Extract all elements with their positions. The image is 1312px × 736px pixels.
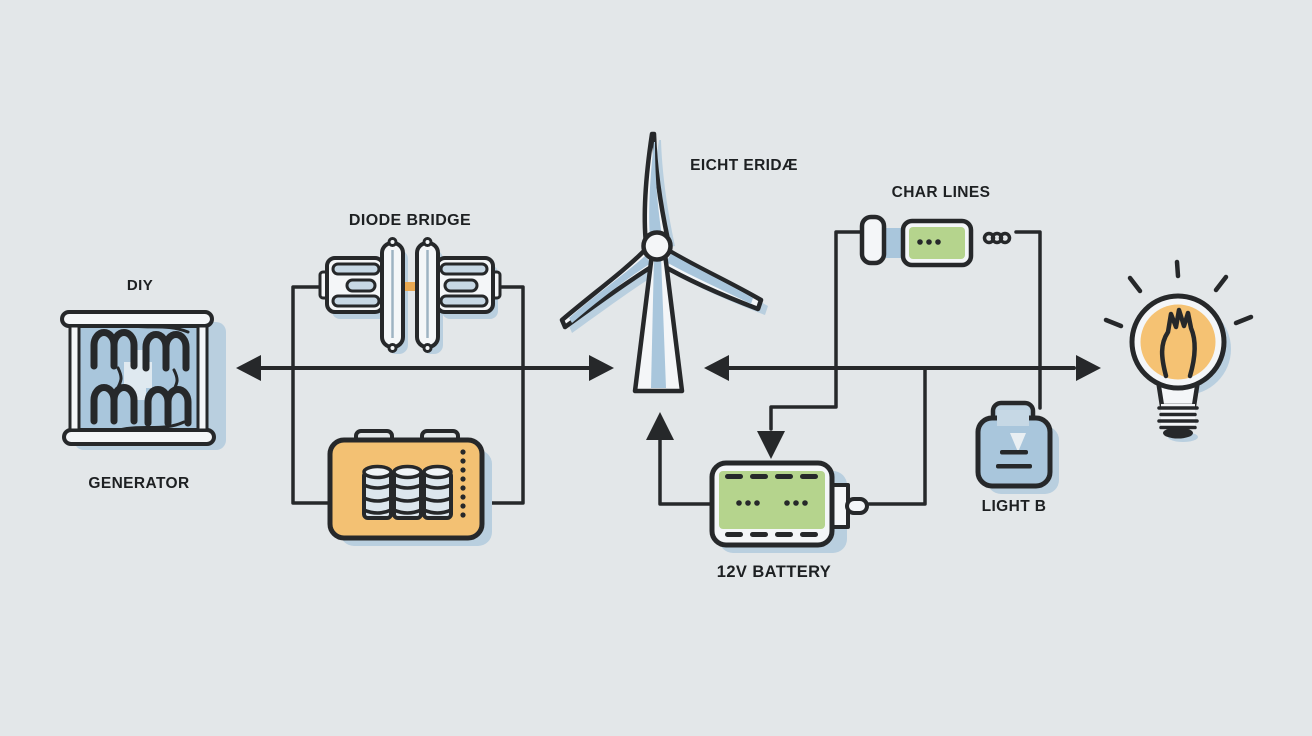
controller-chain-link — [982, 231, 1012, 245]
battery-to-busline — [867, 368, 927, 506]
charge-controller-icon — [859, 214, 1012, 268]
battery-icon — [709, 460, 869, 553]
battery-top-dashes — [725, 474, 818, 479]
battery-terminal-nub — [845, 497, 869, 515]
battery-label: 12V BATTERY — [716, 563, 832, 581]
arrow-down-to-battery-icon — [757, 431, 785, 459]
charge-controller-label: CHAR LINES — [891, 184, 991, 201]
battery-bank-cells — [362, 464, 453, 520]
bulb-filament — [1159, 307, 1197, 379]
controller-plug — [859, 214, 887, 266]
battery-bank-icon — [327, 429, 492, 546]
wind-turbine-icon — [559, 131, 768, 394]
arrow-left-to-turbine-icon — [704, 355, 729, 381]
turbine-label: EICHT ERIDÆ — [690, 157, 798, 174]
diode-center-connector — [404, 282, 416, 291]
controller-to-switch-line — [1014, 230, 1042, 410]
light-switch-line1 — [1000, 450, 1028, 455]
light-switch-icon — [975, 400, 1059, 494]
diode-bridge-label: DIODE BRIDGE — [348, 212, 472, 229]
light-switch-pointer — [1010, 433, 1026, 452]
controller-dots — [917, 239, 941, 245]
battery-bottom-dashes — [725, 532, 818, 537]
light-switch-line2 — [996, 464, 1032, 469]
controller-to-battery-line — [769, 230, 862, 431]
turbine-hub — [641, 230, 673, 262]
generator-bottom-bar — [62, 428, 216, 446]
light-bulb-icon — [1103, 259, 1254, 442]
turbine-tower-stripe — [651, 256, 666, 388]
bulb-base-cap — [1163, 427, 1193, 439]
generator-icon — [60, 310, 226, 450]
connectors — [236, 230, 1101, 506]
arrow-right-to-turbine-icon — [589, 355, 614, 381]
diode-blue-bars — [331, 262, 489, 308]
diode-frame-left-line — [291, 285, 334, 505]
light-switch-tab-fill — [997, 410, 1029, 426]
arrow-right-to-bulb-icon — [1076, 355, 1101, 381]
generator-left-post — [68, 324, 81, 432]
bulb-glass-fill — [1140, 304, 1216, 380]
arrow-up-to-turbine-icon — [646, 412, 674, 440]
arrow-left-to-generator-icon — [236, 355, 261, 381]
diode-bridge-icon — [318, 237, 502, 354]
diode-bar-detail — [391, 250, 429, 338]
diode-bar-nubs — [387, 237, 433, 353]
generator-right-post — [196, 324, 209, 432]
light-switch-label: LIGHT B — [981, 498, 1047, 515]
generator-top-bar — [60, 310, 214, 328]
battery-to-turbine-line — [658, 436, 714, 506]
generator-title-label: DIY — [126, 277, 154, 294]
battery-cell-window — [719, 471, 825, 529]
battery-dots — [736, 500, 808, 506]
turbine-blade-fills — [569, 142, 753, 323]
battery-bank-dotted-line — [460, 449, 466, 518]
generator-caption-label: GENERATOR — [88, 475, 190, 492]
bulb-rays — [1103, 259, 1254, 329]
diode-frame-right-line — [486, 285, 525, 505]
generator-coils — [90, 329, 192, 427]
